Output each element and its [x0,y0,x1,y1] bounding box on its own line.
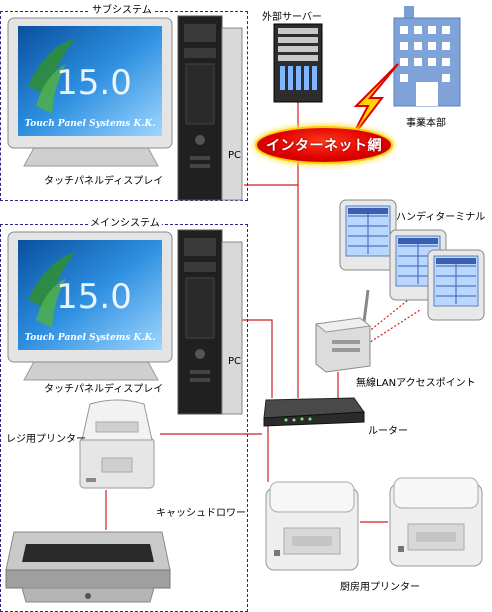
touch-panel-monitor-sub: 15.0 Touch Panel Systems K.K. [6,16,174,172]
pc-label-main: PC [228,356,242,367]
main-system-label: メインシステム [88,214,162,229]
wireless-ap-label: 無線LANアクセスポイント [356,378,476,389]
router [256,394,366,432]
handy-terminal-label: ハンディターミナル [396,212,486,223]
pc-tower-main [176,228,246,420]
svg-text:15.0: 15.0 [56,63,132,103]
kitchen-printer-2 [386,474,486,574]
headquarters-label: 事業本部 [406,118,446,129]
kitchen-printer-1 [262,478,362,578]
svg-text:15.0: 15.0 [56,277,132,317]
kitchen-printer-label: 厨房用プリンター [340,582,420,593]
touch-panel-monitor-main: 15.0 Touch Panel Systems K.K. [6,230,174,386]
handy-terminal-3 [426,248,488,328]
svg-text:Touch Panel Systems K.K.: Touch Panel Systems K.K. [25,119,156,129]
sub-system-label: サブシステム [90,1,154,16]
cash-drawer-label: キャッシュドロワー [156,508,246,519]
touch-panel-label-sub: タッチパネルディスプレイ [44,176,164,187]
internet-label: インターネット網 [266,138,382,154]
touch-panel-label-main: タッチパネルディスプレイ [44,384,164,395]
wireless-access-point [312,288,374,380]
router-label: ルーター [368,426,408,437]
svg-text:Touch Panel Systems K.K.: Touch Panel Systems K.K. [25,333,156,343]
pc-label-sub: PC [228,150,242,161]
cash-drawer [4,518,172,610]
pc-tower-sub [176,14,246,206]
receipt-printer [72,398,162,496]
headquarters-building [388,4,466,112]
external-server-label: 外部サーバー [262,12,322,23]
external-server [272,22,324,108]
receipt-printer-label: レジ用プリンター [6,434,86,445]
internet-network: インターネット網 [257,128,391,162]
